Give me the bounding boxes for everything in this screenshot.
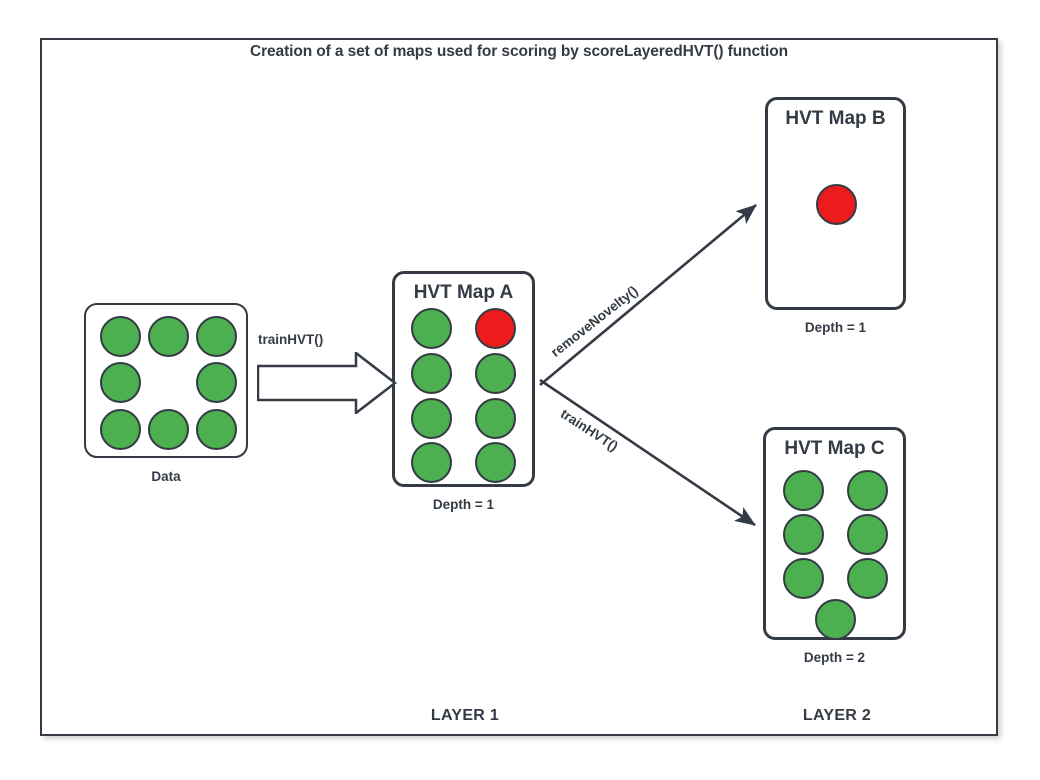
hvt-map-a-dot-red-1 [475, 308, 516, 349]
hvt-map-c-dot-green-1 [847, 470, 888, 511]
data-node-box [84, 303, 248, 458]
hvt-map-c-dot-green-4 [783, 558, 824, 599]
hvt-map-b-caption: Depth = 1 [804, 320, 867, 335]
layer-2-label: LAYER 2 [802, 707, 872, 724]
hvt-map-c-dot-green-0 [783, 470, 824, 511]
data-node-dot-green-1 [148, 316, 189, 357]
data-node-dot-green-4 [196, 362, 237, 403]
hvt-map-c-caption: Depth = 2 [803, 650, 866, 665]
hvt-map-b-title: HVT Map B [785, 108, 886, 129]
hvt-map-a-box: HVT Map A [392, 271, 535, 487]
hvt-map-a-caption: Depth = 1 [432, 497, 495, 512]
hvt-map-b-dot-red-0 [816, 184, 857, 225]
hvt-map-c-dot-green-2 [783, 514, 824, 555]
train-hvt-block-label: trainHVT() [258, 332, 324, 347]
hvt-map-a-dot-green-4 [411, 398, 452, 439]
layer-1-label: LAYER 1 [430, 707, 500, 724]
hvt-map-a-dot-green-5 [475, 398, 516, 439]
hvt-map-a-dot-green-3 [475, 353, 516, 394]
hvt-map-c-title: HVT Map C [784, 438, 885, 459]
hvt-map-a-dot-green-6 [411, 442, 452, 483]
data-node-dot-green-5 [100, 409, 141, 450]
data-node-dot-green-3 [100, 362, 141, 403]
hvt-map-c-dot-green-5 [847, 558, 888, 599]
hvt-map-c-dot-green-3 [847, 514, 888, 555]
hvt-map-c-dot-green-6 [815, 599, 856, 640]
train-hvt-block-arrow [257, 352, 397, 414]
data-node-dot-green-7 [196, 409, 237, 450]
hvt-map-c-box: HVT Map C [763, 427, 906, 640]
hvt-map-a-title: HVT Map A [413, 282, 514, 303]
hvt-map-b-box: HVT Map B [765, 97, 906, 310]
data-node-dot-green-2 [196, 316, 237, 357]
hvt-map-a-dot-green-0 [411, 308, 452, 349]
hvt-map-a-dot-green-7 [475, 442, 516, 483]
data-node-dot-green-6 [148, 409, 189, 450]
data-node-caption: Data [151, 469, 181, 484]
page-title: Creation of a set of maps used for scori… [250, 43, 788, 60]
data-node-dot-green-0 [100, 316, 141, 357]
hvt-map-a-dot-green-2 [411, 353, 452, 394]
